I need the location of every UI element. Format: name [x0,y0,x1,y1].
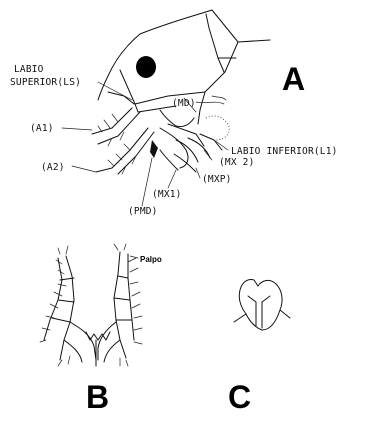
label-mx1: (MX1) [152,189,182,200]
label-palpo: Palpo [140,255,162,264]
label-labio-superior: SUPERIOR(LS) [10,77,81,88]
panel-a-illustration [62,10,270,206]
label-a2: (A2) [41,162,65,173]
panel-c-illustration [234,279,290,330]
label-mx2: (MX 2) [219,157,255,168]
label-mxp: (MXP) [202,174,232,185]
compound-eye [136,56,156,78]
label-md: (MD) [172,98,196,109]
label-labio: LABIO [14,64,44,75]
panel-a-letter: A [282,61,305,97]
panel-b-illustration [40,244,142,366]
panel-b-letter: B [86,379,109,415]
panel-c-letter: C [228,379,251,415]
label-pmd: (PMD) [128,206,158,217]
label-labio-inferior: LABIO INFERIOR(L1) [231,146,338,157]
label-a1: (A1) [30,123,54,134]
